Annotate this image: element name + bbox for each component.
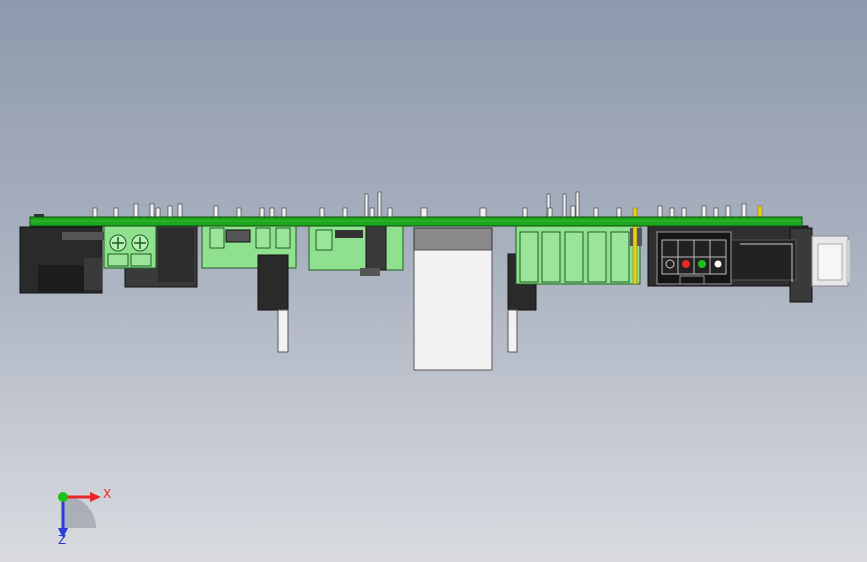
z-axis-arrow [58,528,68,538]
z-axis-label: Z [58,533,66,547]
vertical-component-1 [257,254,289,353]
y-axis-dot [58,492,68,502]
screw-terminal-block [103,223,157,269]
connector-group-2 [308,225,404,276]
x-axis-label: X [103,487,111,501]
yellow-pin [632,207,638,285]
metal-shield [413,227,493,371]
power-jack-left [19,214,104,294]
header-pins-top [92,191,747,220]
pcb-board [29,216,803,227]
orientation-triad[interactable]: X Z [58,487,111,547]
connector-group-3 [515,225,642,285]
molex-connector [656,231,732,285]
metal-socket-right [811,235,850,287]
x-axis-arrow [90,492,101,502]
